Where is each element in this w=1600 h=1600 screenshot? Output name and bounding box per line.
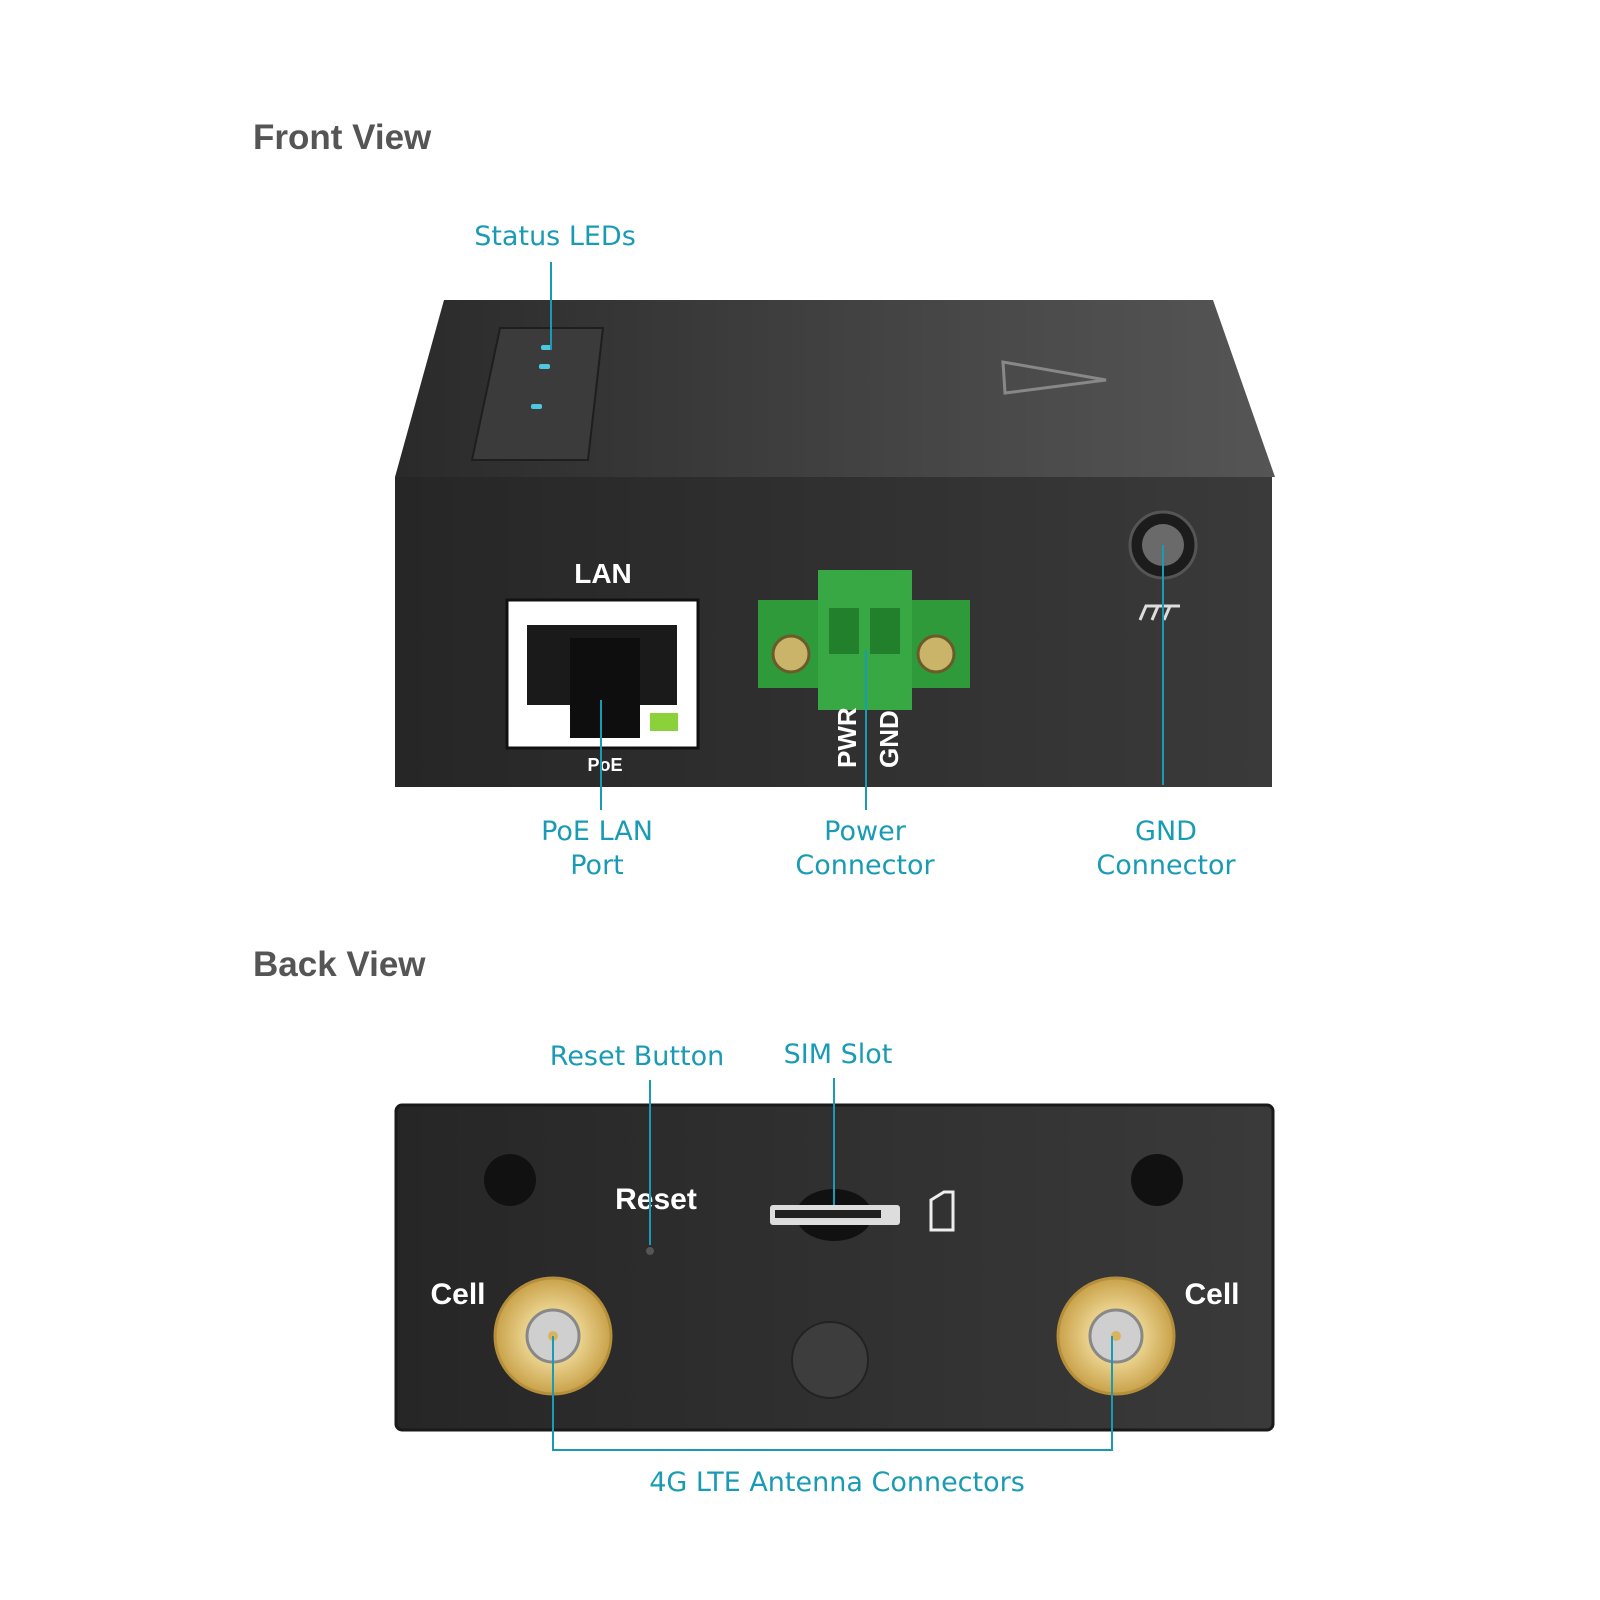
ground-symbol-icon [1138,604,1180,621]
rj45-lan-port [505,598,700,750]
reset-label: Reset [615,1183,697,1216]
callout-antenna-connectors: 4G LTE Antenna Connectors [649,1467,1025,1498]
callout-line-1: PoE LAN [541,816,653,847]
antenna-connector-right[interactable] [1056,1276,1176,1396]
lan-label: LAN [574,558,632,589]
screw-right-icon [1131,1154,1183,1206]
cell-right-label: Cell [1184,1278,1239,1311]
front-leader-lines [550,262,1164,810]
back-leader-lines [552,1078,1113,1451]
callout-poe-lan-port: PoE LAN Port [541,815,653,883]
sim-slot[interactable] [770,1189,900,1241]
power-terminal-block [758,570,970,710]
callout-line-2: Connector [1096,850,1236,881]
callout-power-connector: Power Connector [795,815,934,883]
light-sensor-dome [791,1321,869,1399]
callout-reset-button: Reset Button [549,1041,725,1072]
callout-line-2: Connector [795,850,935,881]
front-device: LAN PoE PWR GND [395,300,1275,787]
warning-logo-icon [1001,360,1107,395]
callout-line-2: Port [570,850,624,881]
pwr-label: PWR [832,707,862,768]
reset-hole[interactable] [646,1247,654,1255]
back-view-title: Back View [253,945,426,984]
front-view-title: Front View [253,118,432,157]
led-panel [470,327,605,461]
poe-label: PoE [587,755,622,775]
sim-card-icon [929,1190,955,1232]
callout-gnd-connector: GND Connector [1096,815,1235,883]
gnd-label: GND [874,710,904,768]
link-led-icon [650,713,678,731]
back-device: Reset Cell Cell [394,1103,1275,1432]
callout-status-leds: Status LEDs [474,221,636,252]
device-top-face [395,300,1275,477]
screw-left-icon [484,1154,536,1206]
cell-left-label: Cell [430,1278,485,1311]
callout-sim-slot: SIM Slot [783,1039,893,1070]
status-led-icons [531,345,552,409]
callout-line-1: Power [824,816,906,847]
callout-line-1: GND [1135,816,1197,847]
